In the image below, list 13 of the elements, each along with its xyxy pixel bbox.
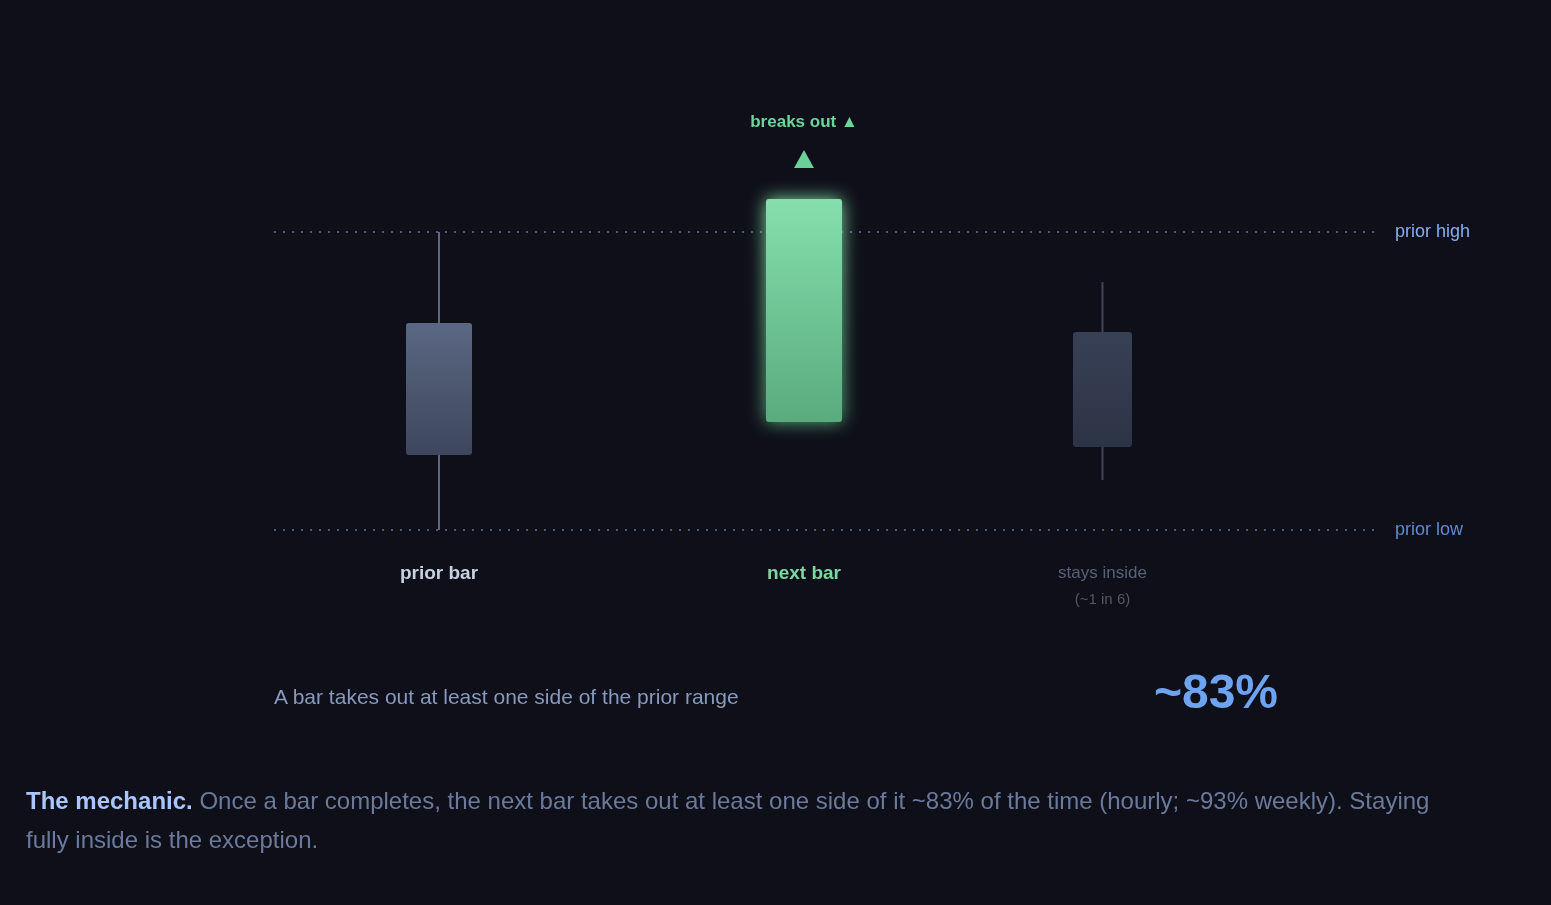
candle-label: next bar xyxy=(767,561,841,585)
candle-note: (~1 in 6) xyxy=(1074,590,1131,608)
candlestick xyxy=(406,231,472,531)
candle-label: stays inside xyxy=(1058,562,1147,584)
stat-description: A bar takes out at least one side of the prior range xyxy=(274,684,739,710)
stat-value: ~83% xyxy=(1153,664,1279,721)
candlestick xyxy=(766,199,842,422)
level-label: prior low xyxy=(1395,519,1464,541)
candle-label: prior bar xyxy=(399,561,479,585)
candlestick xyxy=(1073,281,1132,481)
callout-label: breaks out ▲ xyxy=(750,111,858,133)
level-label: prior high xyxy=(1395,221,1471,243)
explanation-paragraph: The mechanic. Once a bar completes, the next bar takes out at least one side of it ~83% of the time (hourly; ~93% weekly). Staying fully inside is the exception. xyxy=(26,786,1431,855)
